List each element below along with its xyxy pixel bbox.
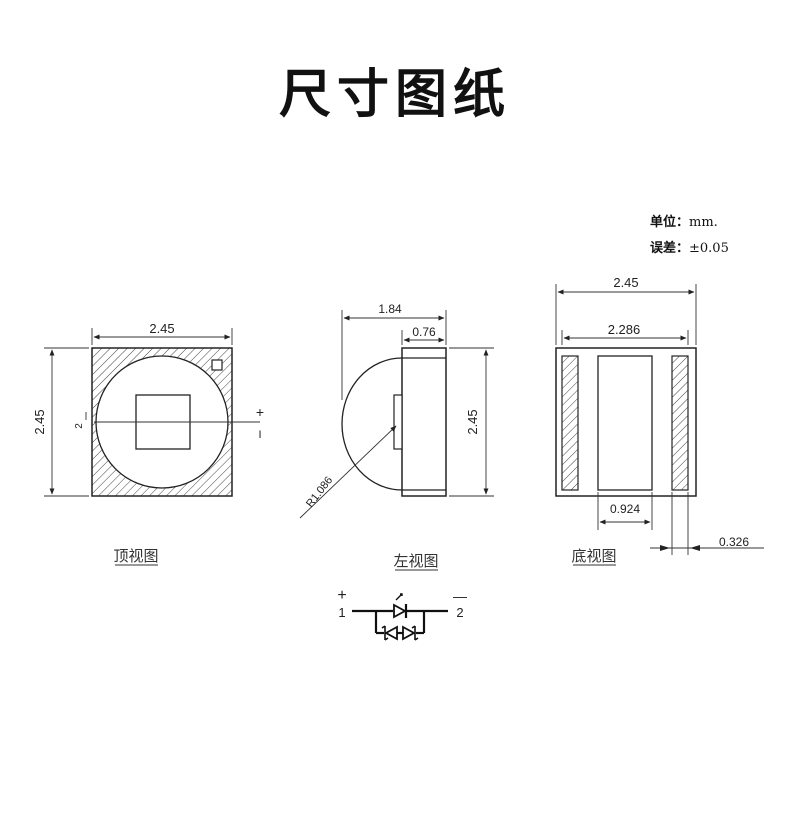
bottom-left-pad	[561, 355, 579, 491]
top-pin-label: 2	[74, 423, 85, 429]
bottom-gap-dim: 0.326	[719, 535, 749, 549]
top-view-marker	[211, 359, 223, 371]
zener-diode-left-icon	[384, 625, 398, 641]
left-view-chip	[393, 394, 403, 450]
pin2-sign: —	[453, 588, 467, 604]
pin1-label: 1	[338, 605, 345, 620]
unit-label: 单位：	[650, 215, 690, 230]
tolerance-label: 误差：	[650, 241, 690, 256]
left-view-body	[401, 347, 447, 497]
left-total-dim: 1.84	[378, 302, 402, 316]
left-body-dim: 0.76	[412, 325, 436, 339]
left-height-dim: 2.45	[465, 409, 480, 434]
left-view-dome	[341, 357, 403, 491]
circuit-schematic: + 1 — 2	[337, 587, 467, 641]
pin2-label: 2	[456, 605, 463, 620]
top-view-caption: 顶视图	[113, 547, 158, 565]
units-note: 单位：mm. 误差：±0.05	[650, 210, 729, 262]
page-title: 尺寸图纸	[278, 65, 511, 125]
left-radius-dim: R1.086	[304, 474, 335, 509]
tolerance-line: 误差：±0.05	[650, 236, 729, 262]
left-view-caption: 左视图	[393, 552, 438, 570]
led-diode-icon	[393, 603, 407, 619]
bottom-center-pad	[597, 355, 653, 491]
top-view: 2.45 2.45 2 + I 顶视图	[32, 321, 264, 566]
bottom-right-pad	[671, 355, 689, 491]
pin1-sign: +	[337, 587, 346, 604]
bottom-view-caption: 底视图	[571, 547, 616, 565]
top-plus-sign: +	[256, 404, 264, 420]
bottom-inner-dim: 2.286	[608, 322, 641, 337]
top-width-dim: 2.45	[149, 321, 174, 336]
left-view: 1.84 0.76 2.45 R1.086 左视图	[299, 302, 494, 571]
bottom-view: 2.45 2.286 0.924 0.326 底视图	[555, 275, 764, 566]
left-radius-leader	[299, 425, 397, 519]
light-emission-icon	[395, 593, 403, 601]
bottom-pad-dim: 0.924	[610, 502, 640, 516]
top-minus-sign: I	[258, 429, 261, 441]
unit-value: mm.	[689, 215, 718, 230]
bottom-width-dim: 2.45	[613, 275, 638, 290]
zener-diode-right-icon	[402, 625, 416, 641]
tolerance-value: ±0.05	[689, 241, 729, 256]
top-height-dim: 2.45	[32, 409, 47, 434]
unit-line: 单位：mm.	[650, 210, 729, 236]
